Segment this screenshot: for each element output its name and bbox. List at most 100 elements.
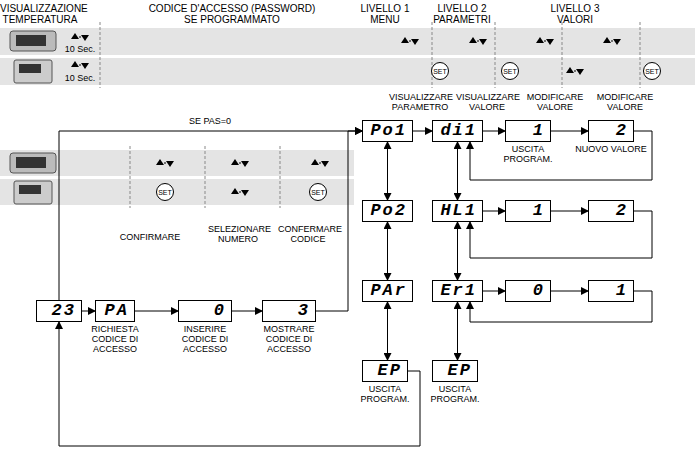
display-box: Er1 bbox=[432, 280, 483, 302]
display-caption: USCITA PROGRAM. bbox=[349, 384, 421, 404]
display-value: 2 bbox=[613, 201, 633, 221]
arrow-key bbox=[321, 161, 329, 167]
guide-line bbox=[495, 22, 496, 88]
set-key: SET bbox=[501, 62, 519, 80]
guide-line bbox=[640, 22, 641, 88]
arrow-key bbox=[576, 69, 584, 75]
arrow-key bbox=[603, 37, 611, 43]
connector bbox=[413, 131, 432, 132]
connector bbox=[551, 291, 588, 292]
arrow-key bbox=[71, 61, 79, 67]
annotation: MODIFICARE VALORE bbox=[524, 92, 586, 112]
arrow-key bbox=[166, 161, 174, 167]
display-box: 1USCITA PROGRAM. bbox=[505, 120, 551, 142]
connector bbox=[387, 142, 388, 200]
guide-line bbox=[562, 22, 563, 88]
column-heading: VISUALIZZAZIONE TEMPERATURA bbox=[0, 3, 80, 25]
display-value: Po2 bbox=[367, 201, 412, 221]
plus-mark bbox=[611, 41, 613, 42]
display-box: HL1 bbox=[432, 200, 483, 222]
display-box: 23 bbox=[36, 300, 82, 322]
display-box: PAr bbox=[362, 280, 413, 302]
connector bbox=[59, 322, 420, 446]
guide-line bbox=[432, 22, 433, 88]
annotation: CONFERMARE CODICE bbox=[278, 224, 338, 244]
connector bbox=[551, 211, 588, 212]
set-key: SET bbox=[309, 183, 327, 201]
connector bbox=[135, 311, 178, 312]
arrow-key bbox=[411, 39, 419, 45]
connector bbox=[457, 142, 458, 200]
annotation: 10 Sec. bbox=[65, 44, 96, 54]
display-box: PARICHIESTA CODICE DI ACCESSO bbox=[95, 300, 135, 322]
display-value: 1 bbox=[530, 201, 550, 221]
display-box: 2 bbox=[588, 200, 634, 222]
connector bbox=[316, 131, 362, 311]
plus-mark bbox=[79, 37, 81, 38]
display-caption: MOSTRARE CODICE DI ACCESSO bbox=[253, 324, 325, 354]
arrow-key bbox=[536, 37, 544, 43]
display-caption: INSERIRE CODICE DI ACCESSO bbox=[169, 324, 241, 354]
arrow-key bbox=[71, 33, 79, 39]
arrow-key bbox=[469, 37, 477, 43]
display-value: di1 bbox=[437, 121, 482, 141]
arrow-key bbox=[231, 188, 239, 194]
annotation: MODIFICARE VALORE bbox=[594, 92, 656, 112]
display-box: 0 bbox=[505, 280, 551, 302]
annotation: VISUALIZZARE PARAMETRO bbox=[389, 92, 451, 112]
grey-band bbox=[0, 150, 354, 176]
arrow-key bbox=[311, 159, 319, 165]
display-box: EPUSCITA PROGRAM. bbox=[362, 360, 408, 382]
arrow-key bbox=[156, 159, 164, 165]
panel-icon bbox=[10, 31, 56, 51]
column-heading: LIVELLO 3 VALORI bbox=[545, 3, 605, 25]
arrow-key bbox=[479, 39, 487, 45]
connector bbox=[483, 291, 505, 292]
connector bbox=[387, 222, 388, 280]
display-box: 0INSERIRE CODICE DI ACCESSO bbox=[178, 300, 232, 322]
guide-line bbox=[280, 146, 281, 208]
connector bbox=[483, 131, 505, 132]
grey-band bbox=[0, 58, 695, 85]
display-box: 3MOSTRARE CODICE DI ACCESSO bbox=[262, 300, 316, 322]
connector bbox=[457, 302, 458, 360]
plus-mark bbox=[79, 65, 81, 66]
display-value: PAr bbox=[367, 281, 412, 301]
display-box: Po2 bbox=[362, 200, 413, 222]
display-value: 1 bbox=[613, 281, 633, 301]
set-key: SET bbox=[431, 62, 449, 80]
panel-icon bbox=[10, 153, 56, 173]
guide-line bbox=[100, 22, 101, 88]
arrow-key bbox=[401, 37, 409, 43]
connector bbox=[387, 302, 388, 360]
annotation: CONFIRMARE bbox=[120, 232, 181, 242]
arrow-key bbox=[241, 161, 249, 167]
connector bbox=[82, 311, 95, 312]
guide-line bbox=[205, 146, 206, 208]
display-value: Po1 bbox=[367, 121, 412, 141]
display-box: Po1 bbox=[362, 120, 413, 142]
connector bbox=[232, 311, 262, 312]
display-box: 2NUOVO VALORE bbox=[588, 120, 634, 142]
arrow-key bbox=[81, 63, 89, 69]
plus-mark bbox=[409, 41, 411, 42]
display-value: Er1 bbox=[437, 281, 482, 301]
guide-line bbox=[130, 146, 131, 208]
connector bbox=[483, 211, 505, 212]
display-value: HL1 bbox=[437, 201, 482, 221]
connector bbox=[59, 131, 362, 300]
display-box: 1 bbox=[588, 280, 634, 302]
arrow-key bbox=[81, 35, 89, 41]
display-value: 2 bbox=[613, 121, 633, 141]
annotation: VISUALIZZARE VALORE bbox=[456, 92, 518, 112]
set-key: SET bbox=[643, 62, 661, 80]
plus-mark bbox=[319, 163, 321, 164]
plus-mark bbox=[239, 163, 241, 164]
arrow-key bbox=[546, 39, 554, 45]
display-value: 0 bbox=[211, 301, 231, 321]
display-caption: NUOVO VALORE bbox=[575, 144, 647, 154]
column-heading: CODICE D'ACCESSO (PASSWORD) SE PROGRAMMA… bbox=[145, 3, 320, 25]
display-caption: RICHIESTA CODICE DI ACCESSO bbox=[79, 324, 151, 354]
set-key: SET bbox=[156, 183, 174, 201]
